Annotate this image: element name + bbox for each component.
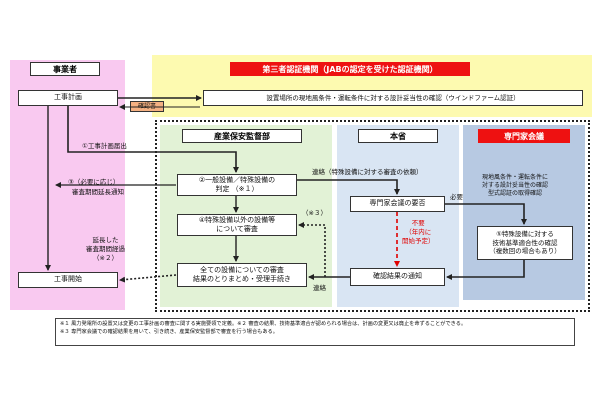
- contact-label: 連絡: [313, 284, 326, 292]
- summary-box: 全ての設備についての審査 結果のとりまとめ・受理手続き: [177, 263, 307, 287]
- equipment-judgment-box: ②一般設備／特殊設備の 判定 （※１）: [177, 174, 297, 196]
- site-conditions-label: 現地風条件・運転条件に 対する設計妥当性の確認 型式認証の取得確認: [482, 174, 549, 198]
- other-equipment-review-box: ④特殊設備以外の設備等 について審査: [177, 214, 297, 236]
- plan-submission-label: ①工事計画届出: [82, 142, 127, 150]
- design-validity-box: 設置場所の現地風条件・運転条件に対する設計妥当性の確認（ウインドファーム認証）: [203, 90, 583, 106]
- arrow-contact-request: [297, 179, 400, 195]
- third-party-header: 第三者認証機関（JABの認定を受けた認証機関）: [230, 62, 470, 76]
- ministry-header: 本省: [358, 129, 438, 143]
- not-necessary-label: 不要 （年内に 開始予定）: [402, 219, 435, 245]
- review-extension-label: 審査期間延長通知: [72, 188, 124, 196]
- operator-header: 事業者: [30, 62, 100, 76]
- if-needed-label: ③（必要に応じ）: [68, 178, 120, 186]
- arrow-tech-to-result: [446, 260, 525, 280]
- result-notice-box: 確認結果の通知: [350, 268, 445, 286]
- arrow-necessary: [445, 203, 527, 225]
- necessary-label: 必要: [450, 193, 463, 201]
- footnote-2: ※３ 専門家会議での確認結果を用いて、引き続き、産業保安監督部で審査を行う場合も…: [60, 328, 278, 335]
- review-area: [155, 120, 590, 312]
- construction-start-box: 工事開始: [18, 272, 118, 288]
- technical-standards-box: ⑤特殊設備に対する 技術基準適合性の確認 （複数回の場合もあり）: [477, 226, 573, 260]
- expert-council-header: 専門家会議: [478, 129, 570, 143]
- extended-label: 延長した 審査期間経過 （※２）: [86, 236, 125, 262]
- construction-plan-box: 工事計画: [18, 90, 118, 106]
- safety-dept-header: 産業保安監督部: [182, 129, 302, 143]
- note3-label: （※３）: [302, 209, 327, 217]
- arrow-plan-submission: [67, 106, 239, 173]
- footnote-1: ※１ 風力発電所の設置又は変更の工事計画の審査に関する実施要領で定義。※２ 審査…: [60, 321, 467, 327]
- arrow-summary-to-start: [119, 274, 177, 283]
- footnotes: ※１ 風力発電所の設置又は変更の工事計画の審査に関する実施要領で定義。※２ 審査…: [55, 318, 575, 346]
- arrow-note3: [298, 222, 326, 277]
- contact-request-label: 連絡（特殊設備に対する審査の依頼）: [312, 168, 423, 176]
- expert-need-box: 専門家会議の要否: [350, 196, 445, 212]
